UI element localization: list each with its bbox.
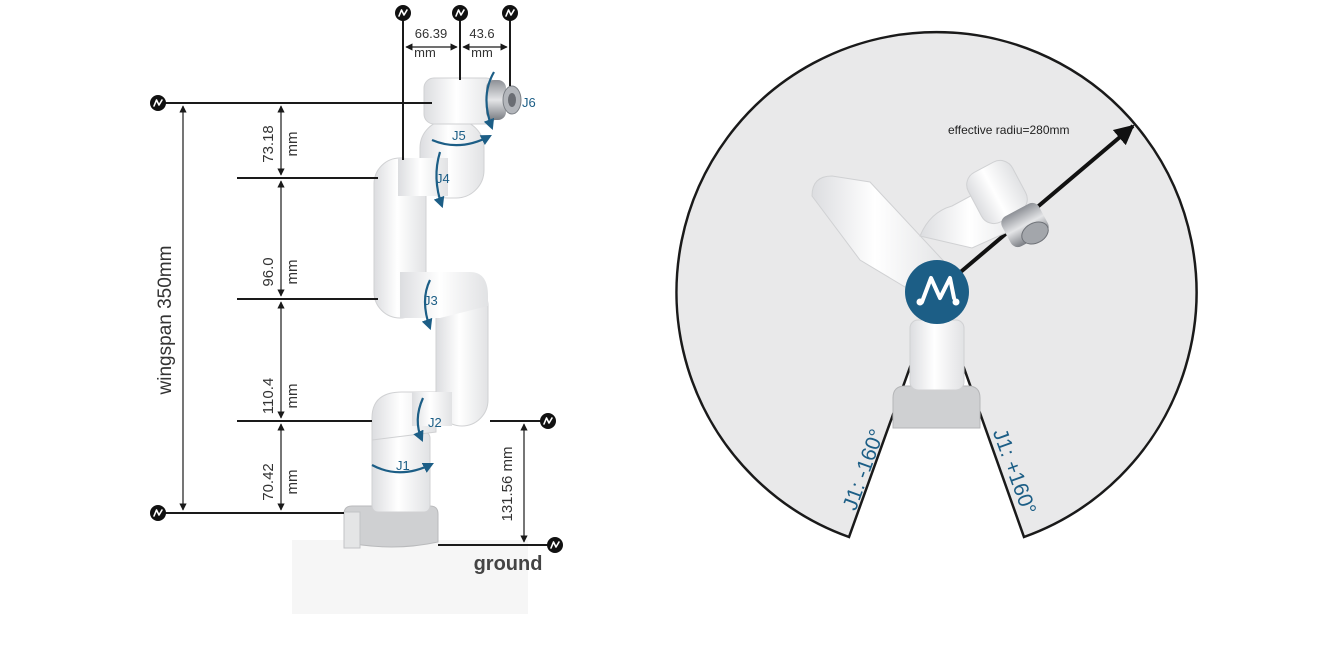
reference-marker-icon xyxy=(546,536,564,554)
dim-top-66-39: 66.39 xyxy=(415,26,448,41)
ground-label: ground xyxy=(474,553,543,575)
dimension-lines xyxy=(160,14,554,546)
reference-marker-icon xyxy=(539,412,557,430)
joint-label-j4: J4 xyxy=(436,171,450,186)
robot-arm-side-view xyxy=(343,77,522,549)
dim-unit: mm xyxy=(414,45,436,60)
dim-unit: mm xyxy=(284,260,301,285)
dim-unit: mm xyxy=(284,470,301,495)
robot-arm-top-view xyxy=(811,159,1049,429)
effective-radius-label: effective radiu=280mm xyxy=(948,123,1070,137)
joint-arcs xyxy=(371,71,495,474)
joint-label-j6: J6 xyxy=(522,95,536,110)
top-view-workspace-diagram: effective radiu=280mm J1: -160° J1: +160… xyxy=(675,31,1198,539)
wingspan-label: wingspan 350mm xyxy=(155,246,176,396)
joint-label-j5: J5 xyxy=(452,128,466,143)
dim-unit: mm xyxy=(284,132,301,157)
side-view-diagram: J1 J2 J3 J4 J5 J6 xyxy=(149,4,564,614)
joint-label-j3: J3 xyxy=(424,293,438,308)
joint-label-j2: J2 xyxy=(428,415,442,430)
floor-shadow xyxy=(292,540,528,614)
dim-top-43-6: 43.6 xyxy=(469,26,494,41)
vertical-dimension-labels: 73.18 mm 96.0 mm 110.4 mm 70.42 mm wings… xyxy=(155,125,516,521)
dim-j2-base: 70.42 xyxy=(260,463,277,501)
reference-marker-icon xyxy=(394,4,412,22)
dim-unit: mm xyxy=(284,384,301,409)
reference-marker-icon xyxy=(451,4,469,22)
joint-label-j1: J1 xyxy=(396,458,410,473)
reference-marker-icon xyxy=(149,94,167,112)
dim-j5-j4: 73.18 xyxy=(260,125,277,163)
reference-marker-icon xyxy=(149,504,167,522)
dim-j4-j3: 96.0 xyxy=(260,257,277,286)
dim-j3-j2: 110.4 xyxy=(260,378,277,414)
top-dimension-labels: 66.39 mm 43.6 mm xyxy=(414,26,494,60)
reference-marker-icon xyxy=(501,4,519,22)
dim-unit: mm xyxy=(471,45,493,60)
base-height-label: 131.56 mm xyxy=(499,446,516,521)
